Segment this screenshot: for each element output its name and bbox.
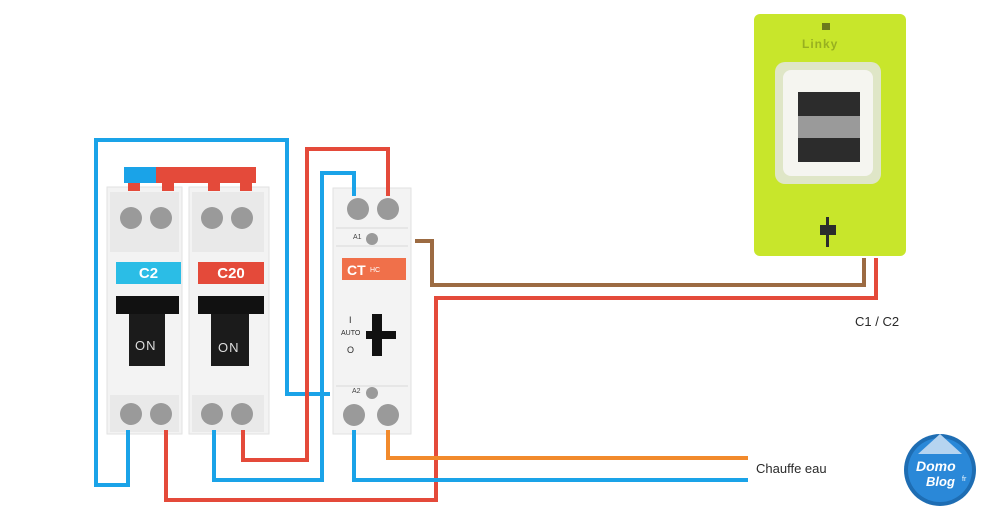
mode-on: I: [349, 315, 352, 325]
c1-c2-label: C1 / C2: [855, 314, 900, 329]
domoblog-logo: [904, 434, 976, 506]
water-heater-label: Chauffe eau: [756, 461, 827, 476]
contactor-label: CT: [347, 262, 366, 278]
mode-auto: AUTO: [341, 330, 361, 337]
breaker-c2-switch-state: ON: [135, 338, 157, 353]
terminal-a1: A1: [353, 234, 362, 241]
linky-brand: Linky: [802, 37, 839, 51]
wires: [94, 138, 878, 502]
breaker-c20: [188, 186, 270, 435]
logo-text-blog: Blog: [926, 474, 955, 489]
contactor-ct-hc: [332, 187, 412, 435]
breaker-c20-switch-state: ON: [218, 340, 240, 355]
logo-text-suffix: fr: [962, 476, 967, 483]
terminal-a2: A2: [352, 388, 361, 395]
breaker-label-c20: C20: [217, 265, 245, 282]
logo-text-domo: Domo: [916, 458, 956, 474]
busbar: [124, 167, 256, 191]
mode-off: O: [347, 345, 355, 355]
contactor-sublabel: HC: [370, 267, 381, 274]
breaker-label-c2: C2: [138, 265, 159, 282]
linky-meter: [754, 14, 906, 256]
breaker-c2: [106, 186, 183, 435]
plug-icon: [820, 217, 836, 247]
